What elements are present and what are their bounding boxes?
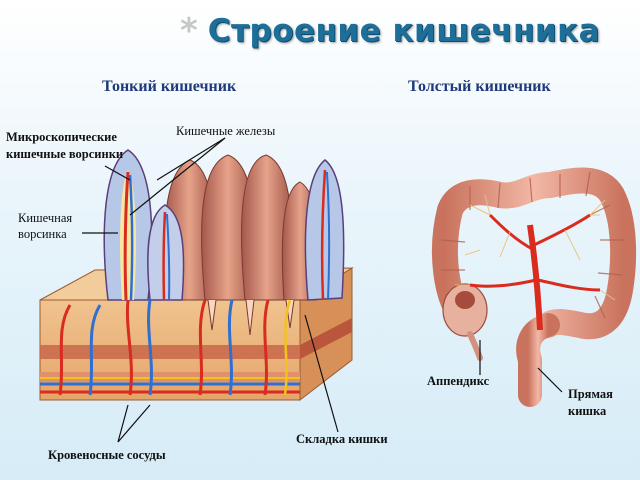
- colon-body: [432, 167, 637, 340]
- label-fold: Складка кишки: [296, 432, 388, 446]
- mesenteric-branch-2: [533, 213, 591, 247]
- villus-middle-artery: [162, 211, 167, 301]
- villus-left-vein: [128, 174, 134, 301]
- vessel-submucosa-4: [147, 299, 153, 396]
- vessel-submucosa-7: [263, 299, 270, 396]
- slide-title: Строение кишечника: [207, 13, 601, 49]
- appendix: [467, 331, 483, 361]
- large-intestine-diagram: [432, 167, 637, 407]
- label-glands: Кишечные железы: [176, 124, 276, 138]
- pointer-fold: [304, 314, 339, 433]
- label-vessels: Кровеносные сосуды: [48, 448, 166, 462]
- small-intestine-diagram: [39, 149, 354, 402]
- muscle-layer-right: [300, 318, 352, 359]
- label-villus-2: ворсинка: [18, 227, 67, 241]
- mesenteric-branch-4: [469, 278, 537, 288]
- vessel-submucosa-5: [198, 299, 207, 396]
- rectum: [516, 313, 560, 407]
- cecum-inner: [455, 291, 475, 309]
- label-appendix: Аппендикс: [427, 374, 490, 388]
- pointer-glands-2: [129, 137, 226, 216]
- title-bar: * Строение кишечника: [180, 6, 600, 56]
- villus-right-artery: [320, 169, 327, 301]
- villus-right: [304, 159, 345, 301]
- pointer-micro-villi: [104, 165, 131, 181]
- label-rectum-1: Прямая: [568, 387, 613, 401]
- vessel-submucosa-3: [125, 299, 133, 396]
- bullet-asterisk-icon: *: [180, 11, 198, 51]
- villus-right-vein: [326, 171, 331, 301]
- gland-crypt-1: [207, 299, 217, 331]
- mesenteric-branch-3: [537, 278, 601, 292]
- heading-small-intestine: Тонкий кишечник: [102, 78, 237, 95]
- label-micro-villi-1: Микроскопические: [6, 130, 117, 144]
- gland-crypt-2: [245, 299, 255, 336]
- vessel-submucosa-8: [283, 299, 292, 396]
- mesenteric-artery: [527, 224, 543, 331]
- mesentery-net: [455, 194, 616, 301]
- pointer-rectum: [537, 367, 563, 393]
- villus-middle-vein: [166, 213, 171, 301]
- vessel-submucosa-2: [88, 304, 102, 396]
- pointer-vessels-1: [117, 404, 129, 443]
- cecum: [442, 283, 488, 337]
- label-rectum-2: кишка: [568, 404, 607, 418]
- label-pointers: [82, 137, 563, 443]
- label-villus-1: Кишечная: [18, 211, 73, 225]
- vessel-submucosa-1: [58, 304, 72, 396]
- heading-large-intestine: Толстый кишечник: [408, 78, 551, 95]
- villus-middle: [147, 204, 185, 301]
- label-micro-villi-2: кишечные ворсинки: [6, 147, 124, 161]
- villus-left-artery: [123, 171, 130, 301]
- muscle-layer-1: [40, 345, 300, 359]
- vessel-submucosa-6: [227, 299, 234, 396]
- pointer-glands: [156, 137, 226, 181]
- pointer-vessels-2: [117, 404, 151, 443]
- mesenteric-branch-1: [488, 213, 535, 252]
